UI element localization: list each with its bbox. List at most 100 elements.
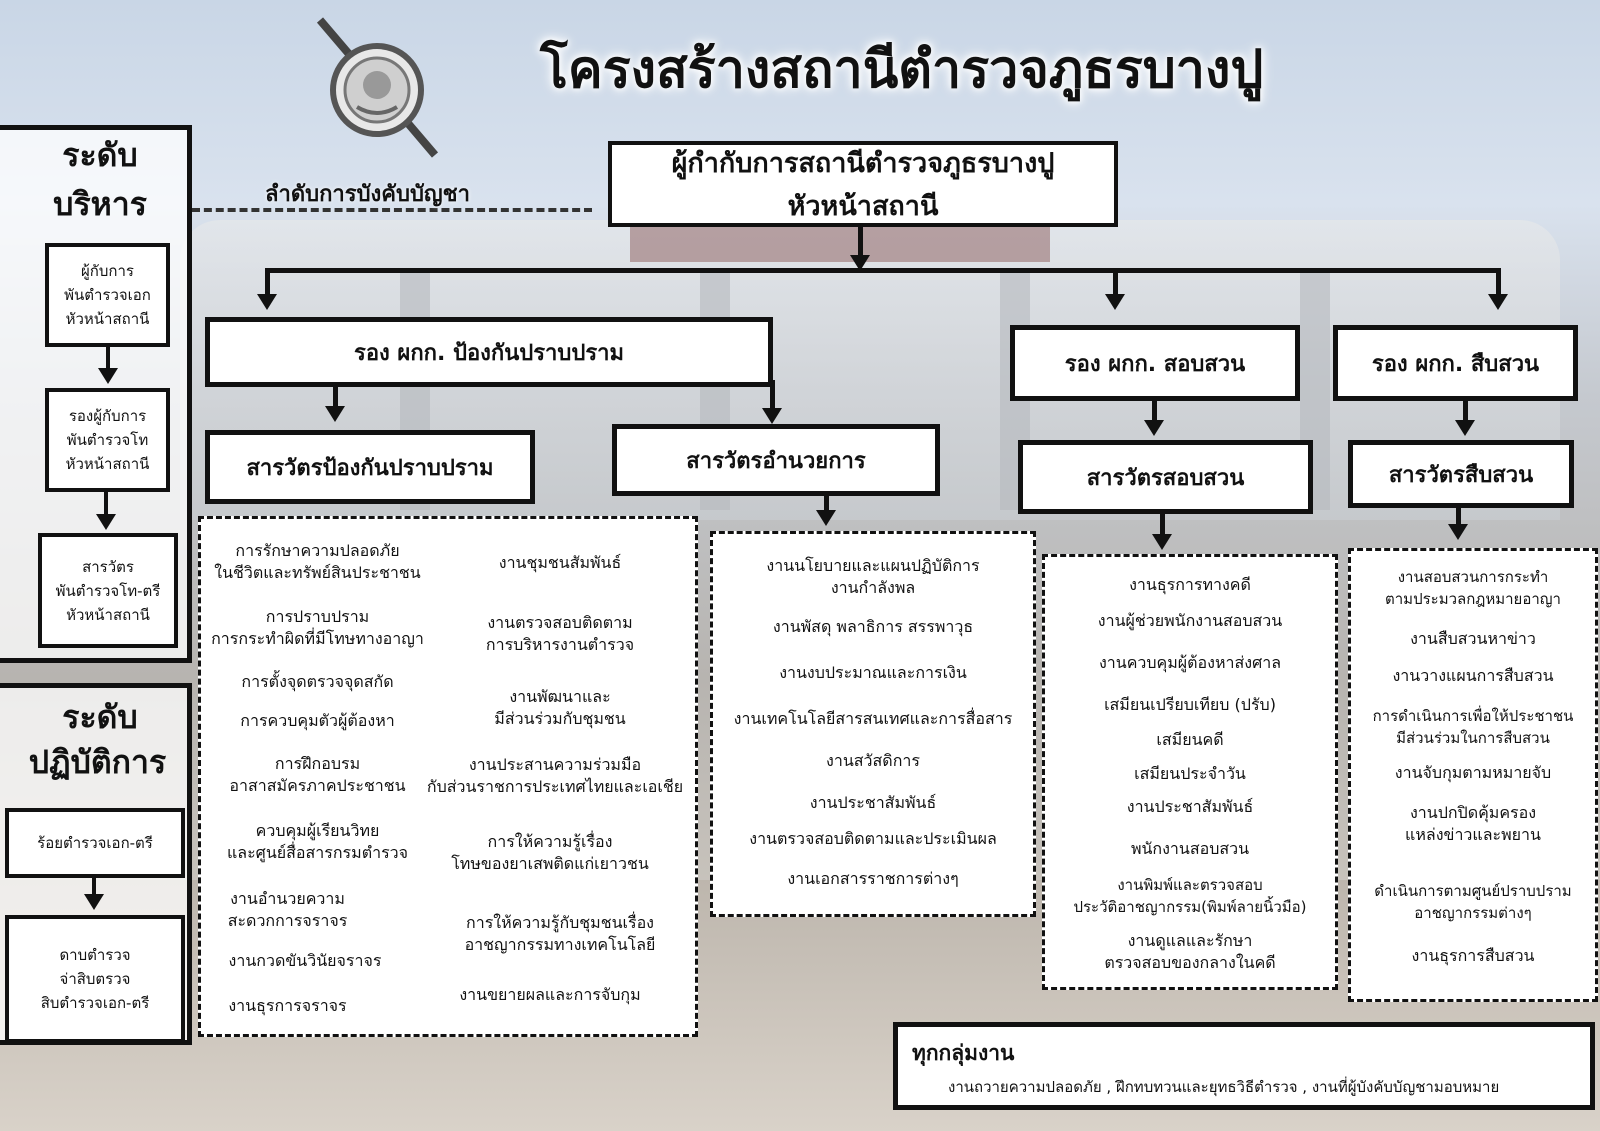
rank-line: หัวหน้าสถานี [66, 605, 150, 624]
task-item: งานดูแลและรักษาตรวจสอบของกลางในคดี [1104, 931, 1276, 972]
task-item: งานธุรการสืบสวน [1411, 946, 1535, 965]
task-item: งานพิมพ์และตรวจสอบประวัติอาชญากรรม(พิมพ์… [1073, 876, 1307, 916]
task-item: งานประชาสัมพันธ์ [809, 793, 937, 812]
rank-line: พันตำรวจโท-ตรี [55, 581, 161, 600]
task-item: งานประสานความร่วมมือกับส่วนราชการประเทศไ… [426, 755, 684, 796]
connector [92, 878, 96, 896]
connector [265, 268, 270, 294]
task-item: ดำเนินการตามศูนย์ปราบปรามอาชญากรรมต่างๆ [1374, 882, 1572, 922]
task-item: งานธุรการทางคดี [1129, 575, 1251, 594]
rank-line: รองผู้กับการ [68, 407, 147, 425]
task-item: การปราบปรามการกระทำผิดที่มีโทษทางอาญา [211, 607, 424, 648]
task-item: งานเอกสารราชการต่างๆ [787, 869, 959, 888]
connector [1496, 268, 1501, 294]
head-title: ผู้กำกับการสถานีตำรวจภูธรบางปู [671, 148, 1055, 179]
task-item: งานธุรการจราจร [228, 996, 347, 1015]
rank-line: หัวหน้าสถานี [65, 455, 150, 473]
arrow-down-icon [84, 894, 104, 910]
arrow-down-icon [325, 406, 345, 422]
task-item: งานวางแผนการสืบสวน [1392, 666, 1554, 685]
exec-rank-box: ผู้กับการ พันตำรวจเอก หัวหน้าสถานี [45, 243, 170, 347]
deputy-investigation-box: รอง ผกก. สอบสวน [1010, 325, 1300, 401]
task-item: งานตรวจสอบติดตามการบริหารงานตำรวจ [485, 613, 635, 654]
arrow-down-icon [762, 408, 782, 424]
prevention-tasks-box [198, 516, 698, 1037]
task-item: การให้ความรู้เรื่องโทษของยาเสพติดแก่เยาว… [451, 832, 649, 873]
arrow-down-icon [1152, 534, 1172, 550]
ops-heading-1: ระดับ [62, 698, 138, 736]
task-item: งานพัฒนาและมีส่วนร่วมกับชุมชน [494, 687, 626, 728]
connector [770, 380, 775, 410]
arrow-down-icon [1448, 524, 1468, 540]
task-item: งานสืบสวนหาข่าว [1410, 629, 1536, 648]
all-groups-box: ทุกกลุ่มงาน งานถวายความปลอดภัย , ฝึกทบทว… [893, 1022, 1595, 1110]
head-subtitle: หัวหน้าสถานี [787, 191, 939, 222]
task-item: งานสวัสดิการ [826, 751, 920, 770]
arrow-down-icon [257, 294, 277, 310]
connector [333, 387, 338, 407]
page-title: โครงสร้างสถานีตำรวจภูธรบางปู [540, 40, 1264, 100]
connector [1113, 268, 1118, 294]
exec-rank-box: รองผู้กับการ พันตำรวจโท หัวหน้าสถานี [45, 388, 170, 492]
rank-line: ผู้กับการ [81, 262, 134, 280]
arrow-down-icon [1455, 420, 1475, 436]
arrow-down-icon [1144, 420, 1164, 436]
task-item: งานควบคุมผู้ต้องหาส่งศาล [1098, 653, 1282, 672]
connector [1456, 508, 1461, 526]
task-item: งานพัสดุ พลาธิการ สรรพาวุธ [772, 617, 974, 636]
chain-dashed-line [192, 208, 592, 212]
task-item: งานจับกุมตามหมายจับ [1394, 763, 1552, 782]
inspector-investigation-box: สารวัตรสอบสวน [1018, 440, 1313, 514]
task-item: การให้ความรู้กับชุมชนเรื่องอาชญากรรมทางเ… [464, 913, 656, 954]
task-item: พนักงานสอบสวน [1130, 839, 1250, 858]
building-sign [630, 222, 1050, 262]
arrow-down-icon [96, 514, 116, 530]
rank-line: พันตำรวจเอก [64, 286, 151, 304]
task-item: งานประชาสัมพันธ์ [1126, 797, 1254, 816]
task-item: งานเทคโนโลยีสารสนเทศและการสื่อสาร [733, 709, 1013, 728]
task-item: การตั้งจุดตรวจจุดสกัด [241, 672, 394, 691]
connector [1160, 514, 1165, 534]
rank-line: พันตำรวจโท [66, 431, 149, 449]
rank-line: หัวหน้าสถานี [65, 310, 150, 328]
inspector-inquiry-box: สารวัตรสืบสวน [1348, 440, 1574, 508]
task-item: การรักษาความปลอดภัยในชีวิตและทรัพย์สินปร… [214, 541, 421, 582]
rank-line: สารวัตร [82, 557, 134, 576]
connector [1463, 401, 1468, 421]
ops-rank-box: ร้อยตำรวจเอก-ตรี [5, 808, 185, 878]
rank-line: ดาบตำรวจ [59, 946, 131, 964]
police-emblem-icon [316, 17, 439, 158]
task-item: งานตรวจสอบติดตามและประเมินผล [749, 829, 997, 848]
task-item: การฝึกอบรมอาสาสมัครภาคประชาชน [229, 754, 406, 795]
arrow-down-icon [1488, 294, 1508, 310]
admin-tasks-box [710, 531, 1036, 917]
rank-line: ร้อยตำรวจเอก-ตรี [37, 834, 153, 852]
connector [265, 268, 1500, 273]
task-item: งานนโยบายและแผนปฏิบัติการงานกำลังพล [766, 556, 980, 597]
all-groups-text: งานถวายความปลอดภัย , ฝึกทบทวนและยุทธวิธี… [948, 1078, 1500, 1096]
deputy-inquiry-box: รอง ผกก. สืบสวน [1333, 325, 1578, 401]
station-head-box: ผู้กำกับการสถานีตำรวจภูธรบางปู หัวหน้าสถ… [608, 141, 1118, 227]
task-item: ควบคุมผู้เรียนวิทยและศูนย์สื่อสารกรมตำรว… [226, 821, 409, 862]
task-item: งานขยายผลและการจับกุม [459, 985, 641, 1004]
arrow-down-icon [98, 368, 118, 384]
inquiry-tasks-box [1348, 548, 1598, 1002]
task-item: การดำเนินการเพื่อให้ประชาชนมีส่วนร่วมในก… [1372, 707, 1574, 747]
connector [104, 492, 108, 514]
chain-of-command-label: ลำดับการบังคับบัญชา [265, 182, 470, 207]
task-item: เสมียนคดี [1156, 730, 1224, 749]
ops-heading-2: ปฏิบัติการ [28, 743, 167, 781]
task-item: การควบคุมตัวผู้ต้องหา [240, 711, 395, 730]
investigation-tasks-box [1042, 554, 1338, 990]
ops-rank-box: ดาบตำรวจ จ่าสิบตรวจ สิบตำรวจเอก-ตรี [5, 915, 185, 1043]
arrow-down-icon [850, 255, 870, 271]
inspector-prevention-box: สารวัตรป้องกันปราบปราม [205, 430, 535, 504]
rank-line: สิบตำรวจเอก-ตรี [40, 994, 150, 1012]
arrow-down-icon [1105, 294, 1125, 310]
task-item: เสมียนประจำวัน [1134, 764, 1246, 783]
task-item: งานปกปิดคุ้มครองแหล่งข่าวและพยาน [1405, 803, 1541, 844]
rank-line: จ่าสิบตรวจ [59, 970, 131, 988]
task-item: งานผู้ช่วยพนักงานสอบสวน [1097, 611, 1283, 630]
task-item: งานสอบสวนการกระทำตามประมวลกฎหมายอาญา [1385, 568, 1561, 608]
exec-heading-1: ระดับ [62, 136, 138, 174]
